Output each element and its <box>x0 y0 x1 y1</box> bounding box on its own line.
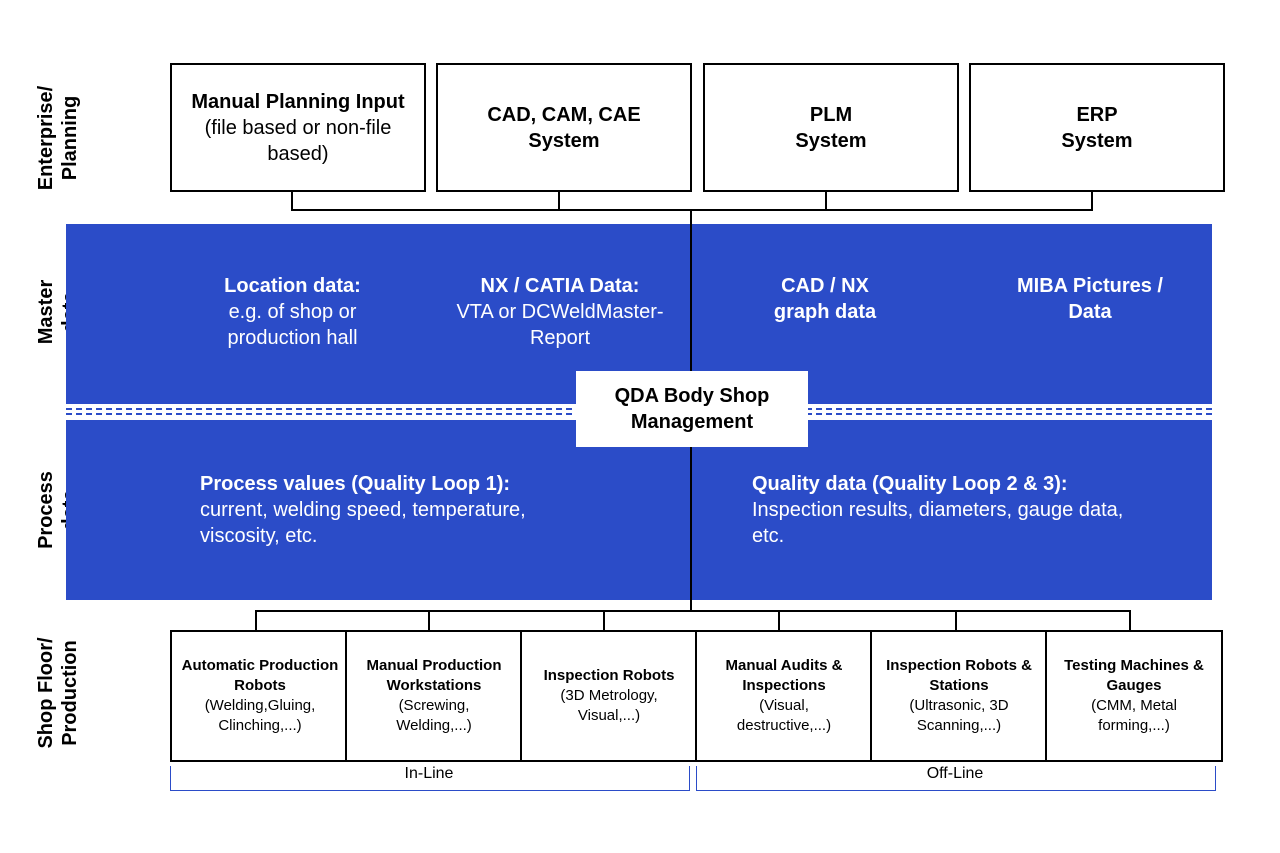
top-box-title: ERP System <box>1061 103 1133 152</box>
bottom-box-manual-audits-inspections: Manual Audits & Inspections (Visual, des… <box>695 630 873 762</box>
master-heading: NX / CATIA Data: <box>480 275 640 297</box>
master-body: e.g. of shop or production hall <box>227 301 358 349</box>
quality-data: Quality data (Quality Loop 2 & 3): Inspe… <box>752 471 1172 549</box>
row-label-enterprise-line2: Planning <box>59 95 81 181</box>
process-heading: Process values (Quality Loop 1): <box>200 473 511 495</box>
bottom-body: (Ultrasonic, 3D Scanning,...) <box>909 697 1009 734</box>
top-box-erp: ERP System <box>969 63 1225 192</box>
row-label-shopfloor-line1: Shop Floor/ <box>35 637 57 749</box>
master-location-data: Location data: e.g. of shop or productio… <box>190 273 395 351</box>
top-box-cad-cam-cae: CAD, CAM, CAE System <box>436 63 692 192</box>
quality-body: Inspection results, diameters, gauge dat… <box>752 499 1124 547</box>
connector-bottom-box4 <box>778 610 780 630</box>
connector-bottom-box3 <box>603 610 605 630</box>
master-heading: MIBA Pictures / Data <box>1017 275 1163 323</box>
top-box-title: Manual Planning Input <box>191 90 405 113</box>
connector-top-horizontal <box>291 209 1093 211</box>
row-label-enterprise-line1: Enterprise/ <box>35 85 57 191</box>
in-line-bracket <box>170 766 690 791</box>
master-nx-catia-data: NX / CATIA Data: VTA or DCWeldMaster-Rep… <box>440 273 680 351</box>
row-label-enterprise: Enterprise/ Planning <box>34 78 84 198</box>
top-box-title: PLM System <box>795 103 867 152</box>
top-box-subtitle: (file based or non-file based) <box>204 116 392 165</box>
bottom-box-testing-machines-gauges: Testing Machines & Gauges (CMM, Metal fo… <box>1045 630 1223 762</box>
bottom-box-inspection-robots-stations: Inspection Robots & Stations (Ultrasonic… <box>870 630 1048 762</box>
bottom-heading: Manual Production Workstations <box>366 657 502 694</box>
bottom-box-inspection-robots: Inspection Robots (3D Metrology, Visual,… <box>520 630 698 762</box>
in-line-label: In-Line <box>404 765 454 782</box>
connector-bottom-box5 <box>955 610 957 630</box>
qda-body-shop-management: QDA Body Shop Management <box>576 371 808 447</box>
off-line-bracket <box>696 766 1216 791</box>
connector-top-box2 <box>558 188 560 210</box>
bottom-heading: Testing Machines & Gauges <box>1064 657 1204 694</box>
master-miba-pictures: MIBA Pictures / Data <box>995 273 1185 325</box>
connector-bottom-box6 <box>1129 610 1131 630</box>
connector-top-box1 <box>291 188 293 210</box>
top-box-plm: PLM System <box>703 63 959 192</box>
off-line-label: Off-Line <box>926 765 984 782</box>
connector-bottom-horizontal <box>255 610 1131 612</box>
connector-bottom-box1 <box>255 610 257 630</box>
bottom-heading: Inspection Robots & Stations <box>886 657 1032 694</box>
bottom-box-automatic-production-robots: Automatic Production Robots (Welding,Glu… <box>170 630 350 762</box>
row-label-shopfloor-line2: Production <box>59 640 81 746</box>
bottom-body: (3D Metrology, Visual,...) <box>560 687 658 724</box>
bottom-heading: Manual Audits & Inspections <box>725 657 843 694</box>
connector-top-box4 <box>1091 188 1093 210</box>
bottom-body: (Welding,Gluing, Clinching,...) <box>204 697 316 734</box>
connector-bottom-box2 <box>428 610 430 630</box>
qda-label: QDA Body Shop Management <box>614 385 770 433</box>
process-values: Process values (Quality Loop 1): current… <box>200 471 620 549</box>
bottom-heading: Automatic Production Robots <box>181 657 339 694</box>
connector-top-box3 <box>825 188 827 210</box>
master-heading: Location data: <box>224 275 361 297</box>
top-box-title: CAD, CAM, CAE System <box>487 103 641 152</box>
master-cad-nx-graph: CAD / NX graph data <box>755 273 895 325</box>
row-label-shopfloor: Shop Floor/ Production <box>34 623 84 763</box>
process-body: current, welding speed, temperature, vis… <box>200 499 526 547</box>
row-label-process-line1: Process <box>35 471 57 549</box>
bottom-body: (CMM, Metal forming,...) <box>1091 697 1177 734</box>
bottom-body: (Screwing, Welding,...) <box>396 697 472 734</box>
process-data-band <box>66 420 1212 600</box>
bottom-box-manual-production-workstations: Manual Production Workstations (Screwing… <box>345 630 523 762</box>
top-box-manual-planning: Manual Planning Input (file based or non… <box>170 63 426 192</box>
quality-heading: Quality data (Quality Loop 2 & 3): <box>752 473 1068 495</box>
master-body: VTA or DCWeldMaster-Report <box>456 301 664 349</box>
row-label-master-line1: Master <box>35 279 57 345</box>
bottom-heading: Inspection Robots <box>543 667 675 684</box>
bottom-body: (Visual, destructive,...) <box>736 697 832 734</box>
master-heading: CAD / NX graph data <box>773 275 877 323</box>
